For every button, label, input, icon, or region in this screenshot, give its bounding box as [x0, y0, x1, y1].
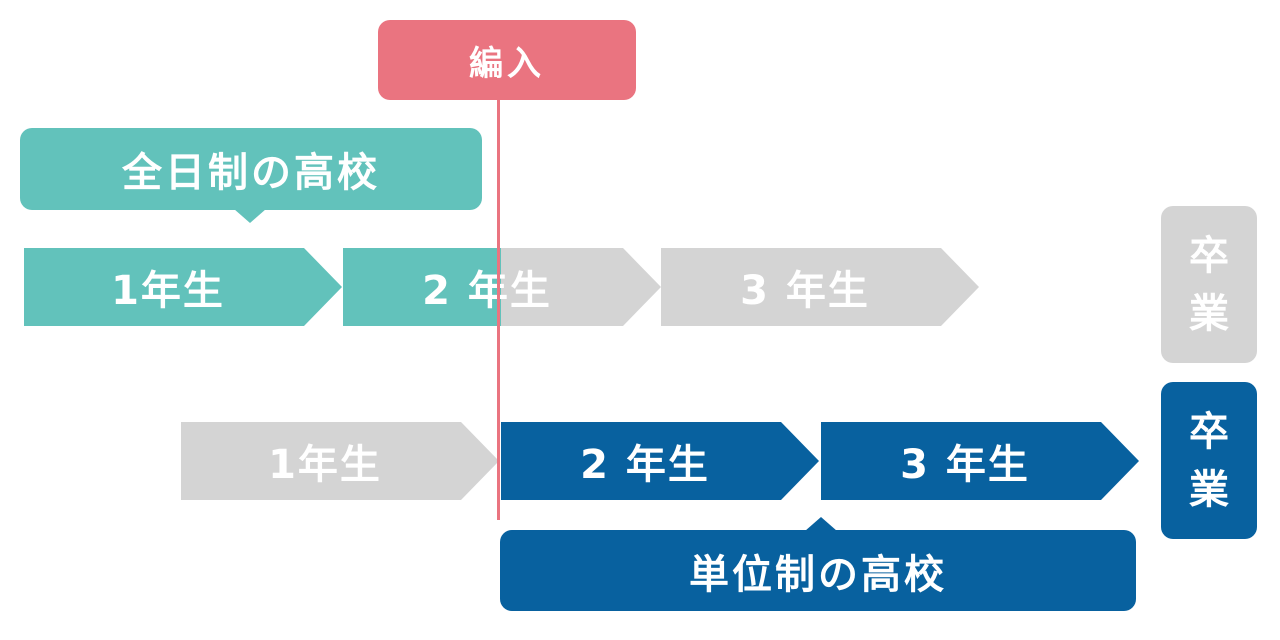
- credit-school-label: 単位制の高校: [500, 530, 1136, 611]
- fulltime-graduation: 卒 業: [1161, 206, 1257, 363]
- fulltime-school-label-text: 全日制の高校: [122, 150, 380, 196]
- transfer-label-text: 編入: [469, 43, 545, 84]
- credit-year-3: 3 年生: [821, 422, 1139, 500]
- fulltime-graduation-char-2: 業: [1189, 290, 1229, 337]
- fulltime-year-3-label: 3 年生: [740, 268, 870, 314]
- fulltime-graduation-char-1: 卒: [1189, 232, 1229, 279]
- fulltime-year-1: 1年生: [24, 248, 342, 326]
- credit-school-label-pointer: [805, 517, 837, 531]
- credit-year-2-label: 2 年生: [580, 442, 710, 488]
- fulltime-year-2-label: 2 年生: [422, 268, 552, 314]
- credit-school-label-text: 単位制の高校: [689, 551, 947, 598]
- credit-graduation: 卒 業: [1161, 382, 1257, 539]
- credit-year-3-label: 3 年生: [900, 442, 1030, 488]
- credit-graduation-char-2: 業: [1189, 466, 1229, 513]
- fulltime-year-1-label: 1年生: [111, 268, 225, 314]
- fulltime-year-3: 3 年生: [661, 248, 979, 326]
- transfer-label: 編入: [378, 20, 636, 100]
- fulltime-year-2: 2 年生: [343, 248, 661, 326]
- fulltime-school-label-pointer: [234, 209, 266, 223]
- credit-graduation-char-1: 卒: [1189, 408, 1229, 455]
- fulltime-school-label: 全日制の高校: [20, 128, 482, 210]
- transfer-line: [497, 100, 500, 520]
- credit-year-2: 2 年生: [501, 422, 819, 500]
- credit-year-1: 1年生: [181, 422, 499, 500]
- credit-year-1-label: 1年生: [268, 442, 382, 488]
